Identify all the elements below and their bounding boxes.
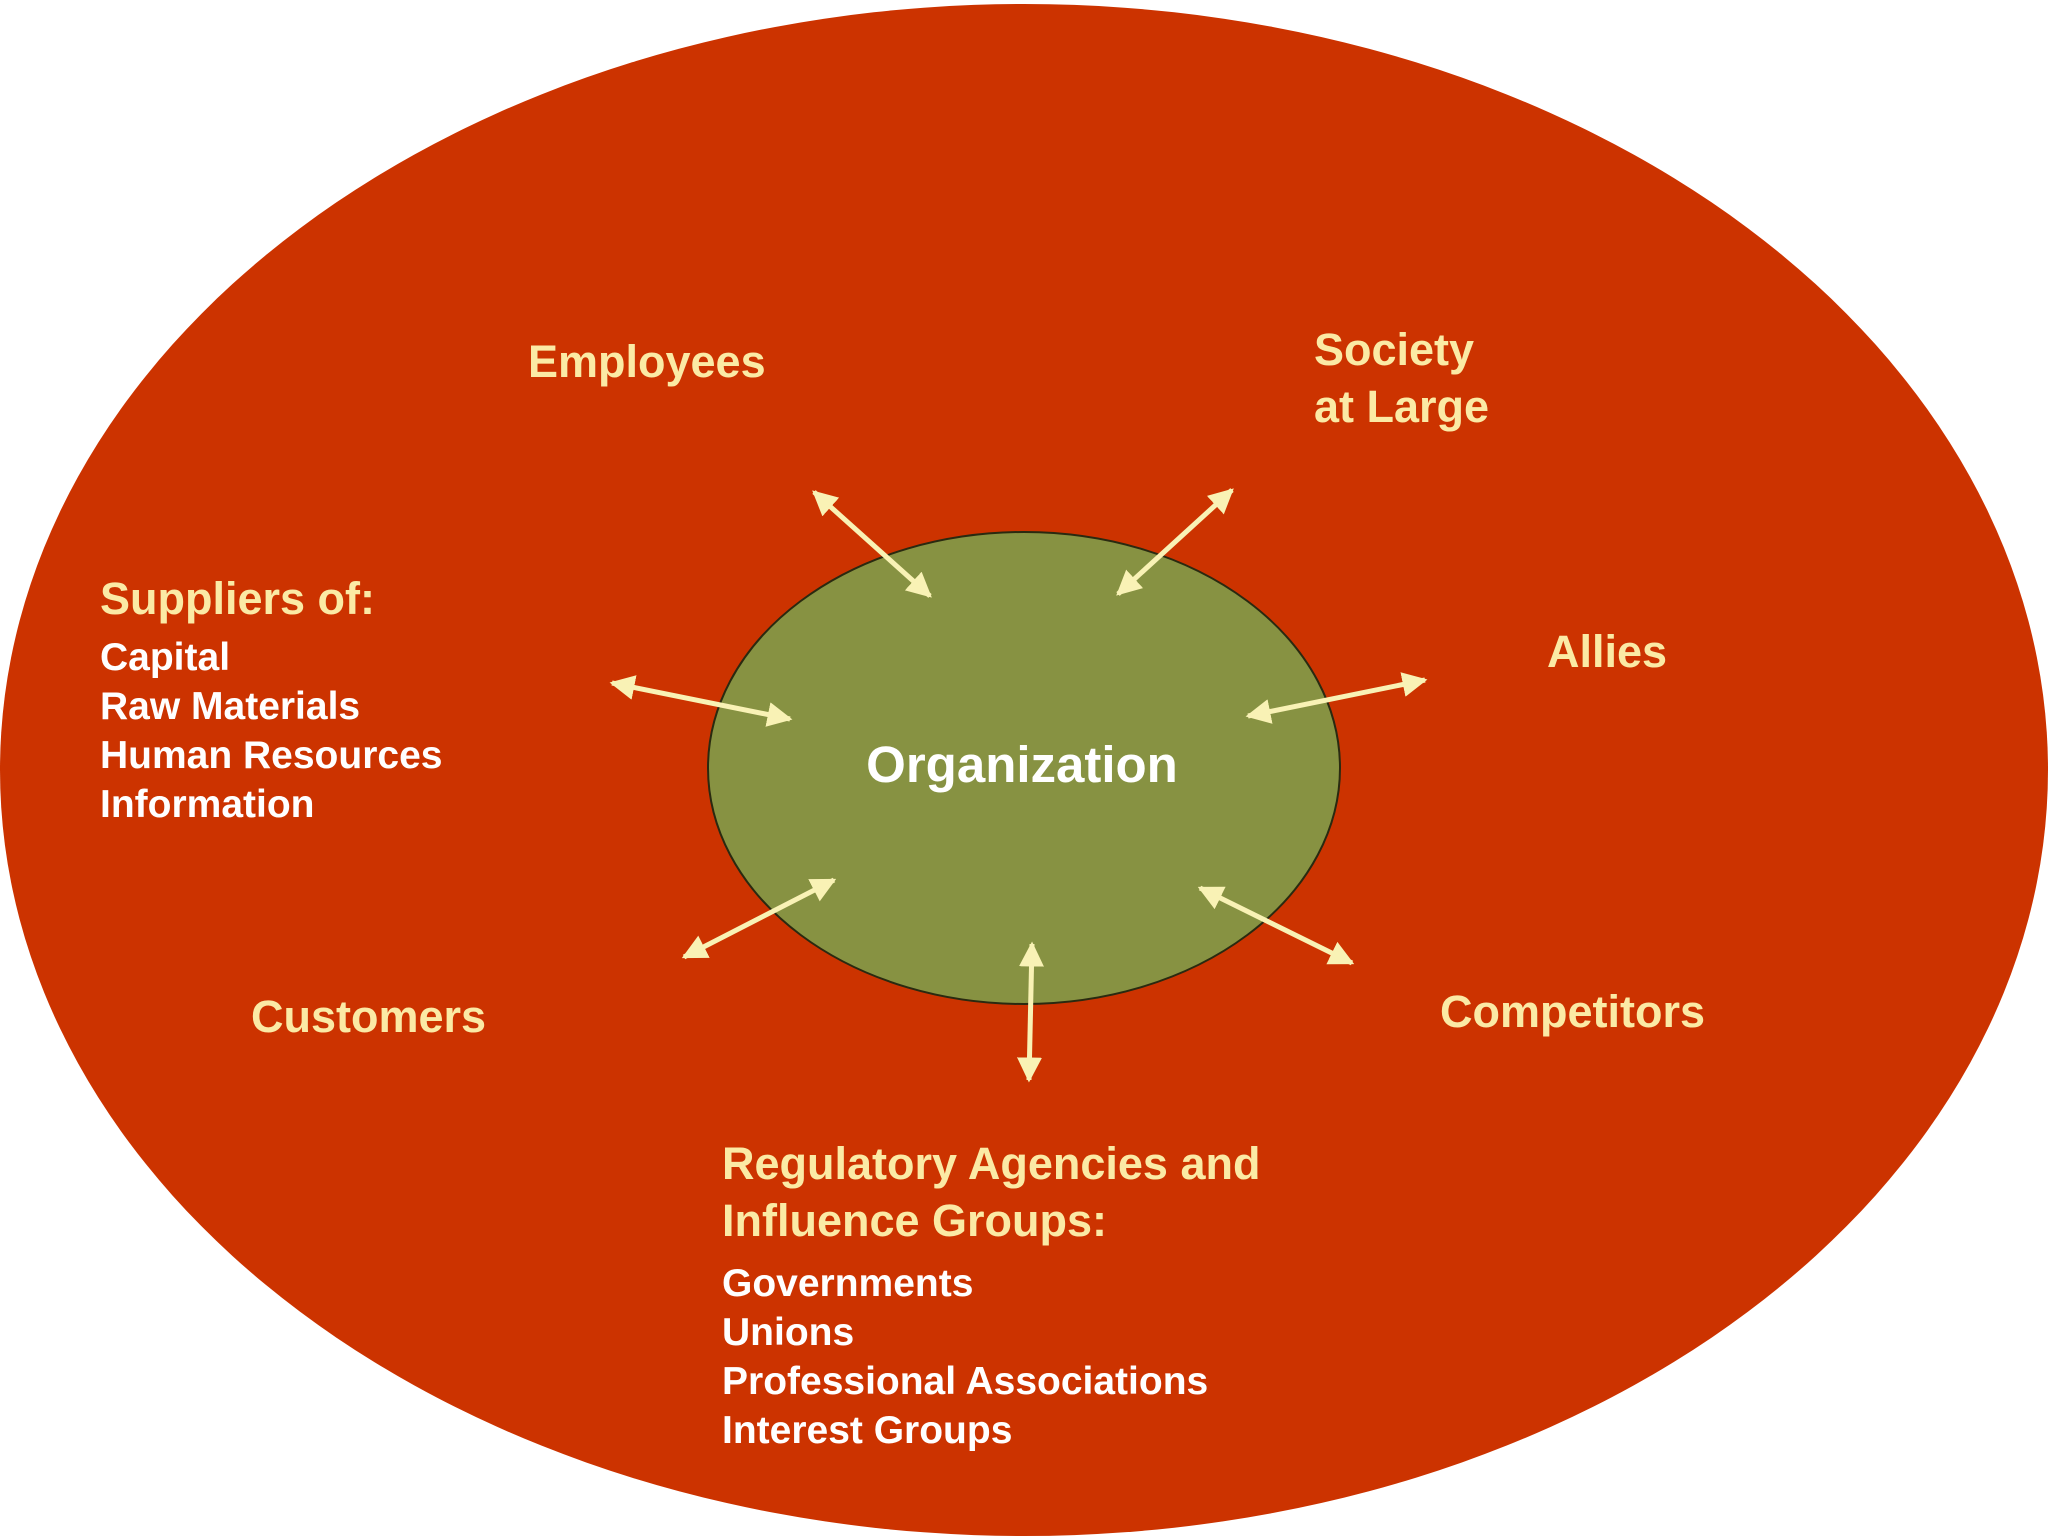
suppliers-item: Information xyxy=(100,783,315,826)
regulatory-item: Professional Associations xyxy=(722,1360,1209,1403)
regulatory-group: Regulatory Agencies and Influence Groups… xyxy=(722,1135,1260,1455)
regulatory-item: Interest Groups xyxy=(722,1409,1013,1452)
customers-label: Customers xyxy=(251,991,487,1042)
allies-label: Allies xyxy=(1547,626,1668,677)
arrow-society xyxy=(1116,488,1234,596)
arrow-customers xyxy=(681,877,837,960)
regulatory-item: Governments xyxy=(722,1262,974,1305)
suppliers-group: Suppliers of: Capital Raw Materials Huma… xyxy=(100,570,442,829)
relationship-arrows xyxy=(609,488,1428,1083)
suppliers-item: Raw Materials xyxy=(100,685,361,728)
arrow-suppliers xyxy=(609,675,793,727)
suppliers-item: Human Resources xyxy=(100,734,443,777)
competitors-label: Competitors xyxy=(1440,986,1706,1037)
regulatory-item: Unions xyxy=(722,1311,855,1354)
society-line-2: at Large xyxy=(1314,381,1490,432)
regulatory-heading-line-2: Influence Groups: xyxy=(722,1195,1108,1246)
arrow-allies xyxy=(1245,672,1428,724)
arrow-competitors xyxy=(1197,885,1355,966)
arrow-employees xyxy=(812,490,932,598)
employees-label: Employees xyxy=(528,336,766,387)
organization-label: Organization xyxy=(866,736,1178,793)
regulatory-heading-line-1: Regulatory Agencies and xyxy=(722,1138,1261,1189)
society-line-1: Society xyxy=(1314,324,1475,375)
suppliers-heading: Suppliers of: xyxy=(100,573,376,624)
arrow-regulatory xyxy=(1016,941,1045,1083)
suppliers-item: Capital xyxy=(100,636,231,679)
society-label: Society at Large xyxy=(1314,321,1489,435)
